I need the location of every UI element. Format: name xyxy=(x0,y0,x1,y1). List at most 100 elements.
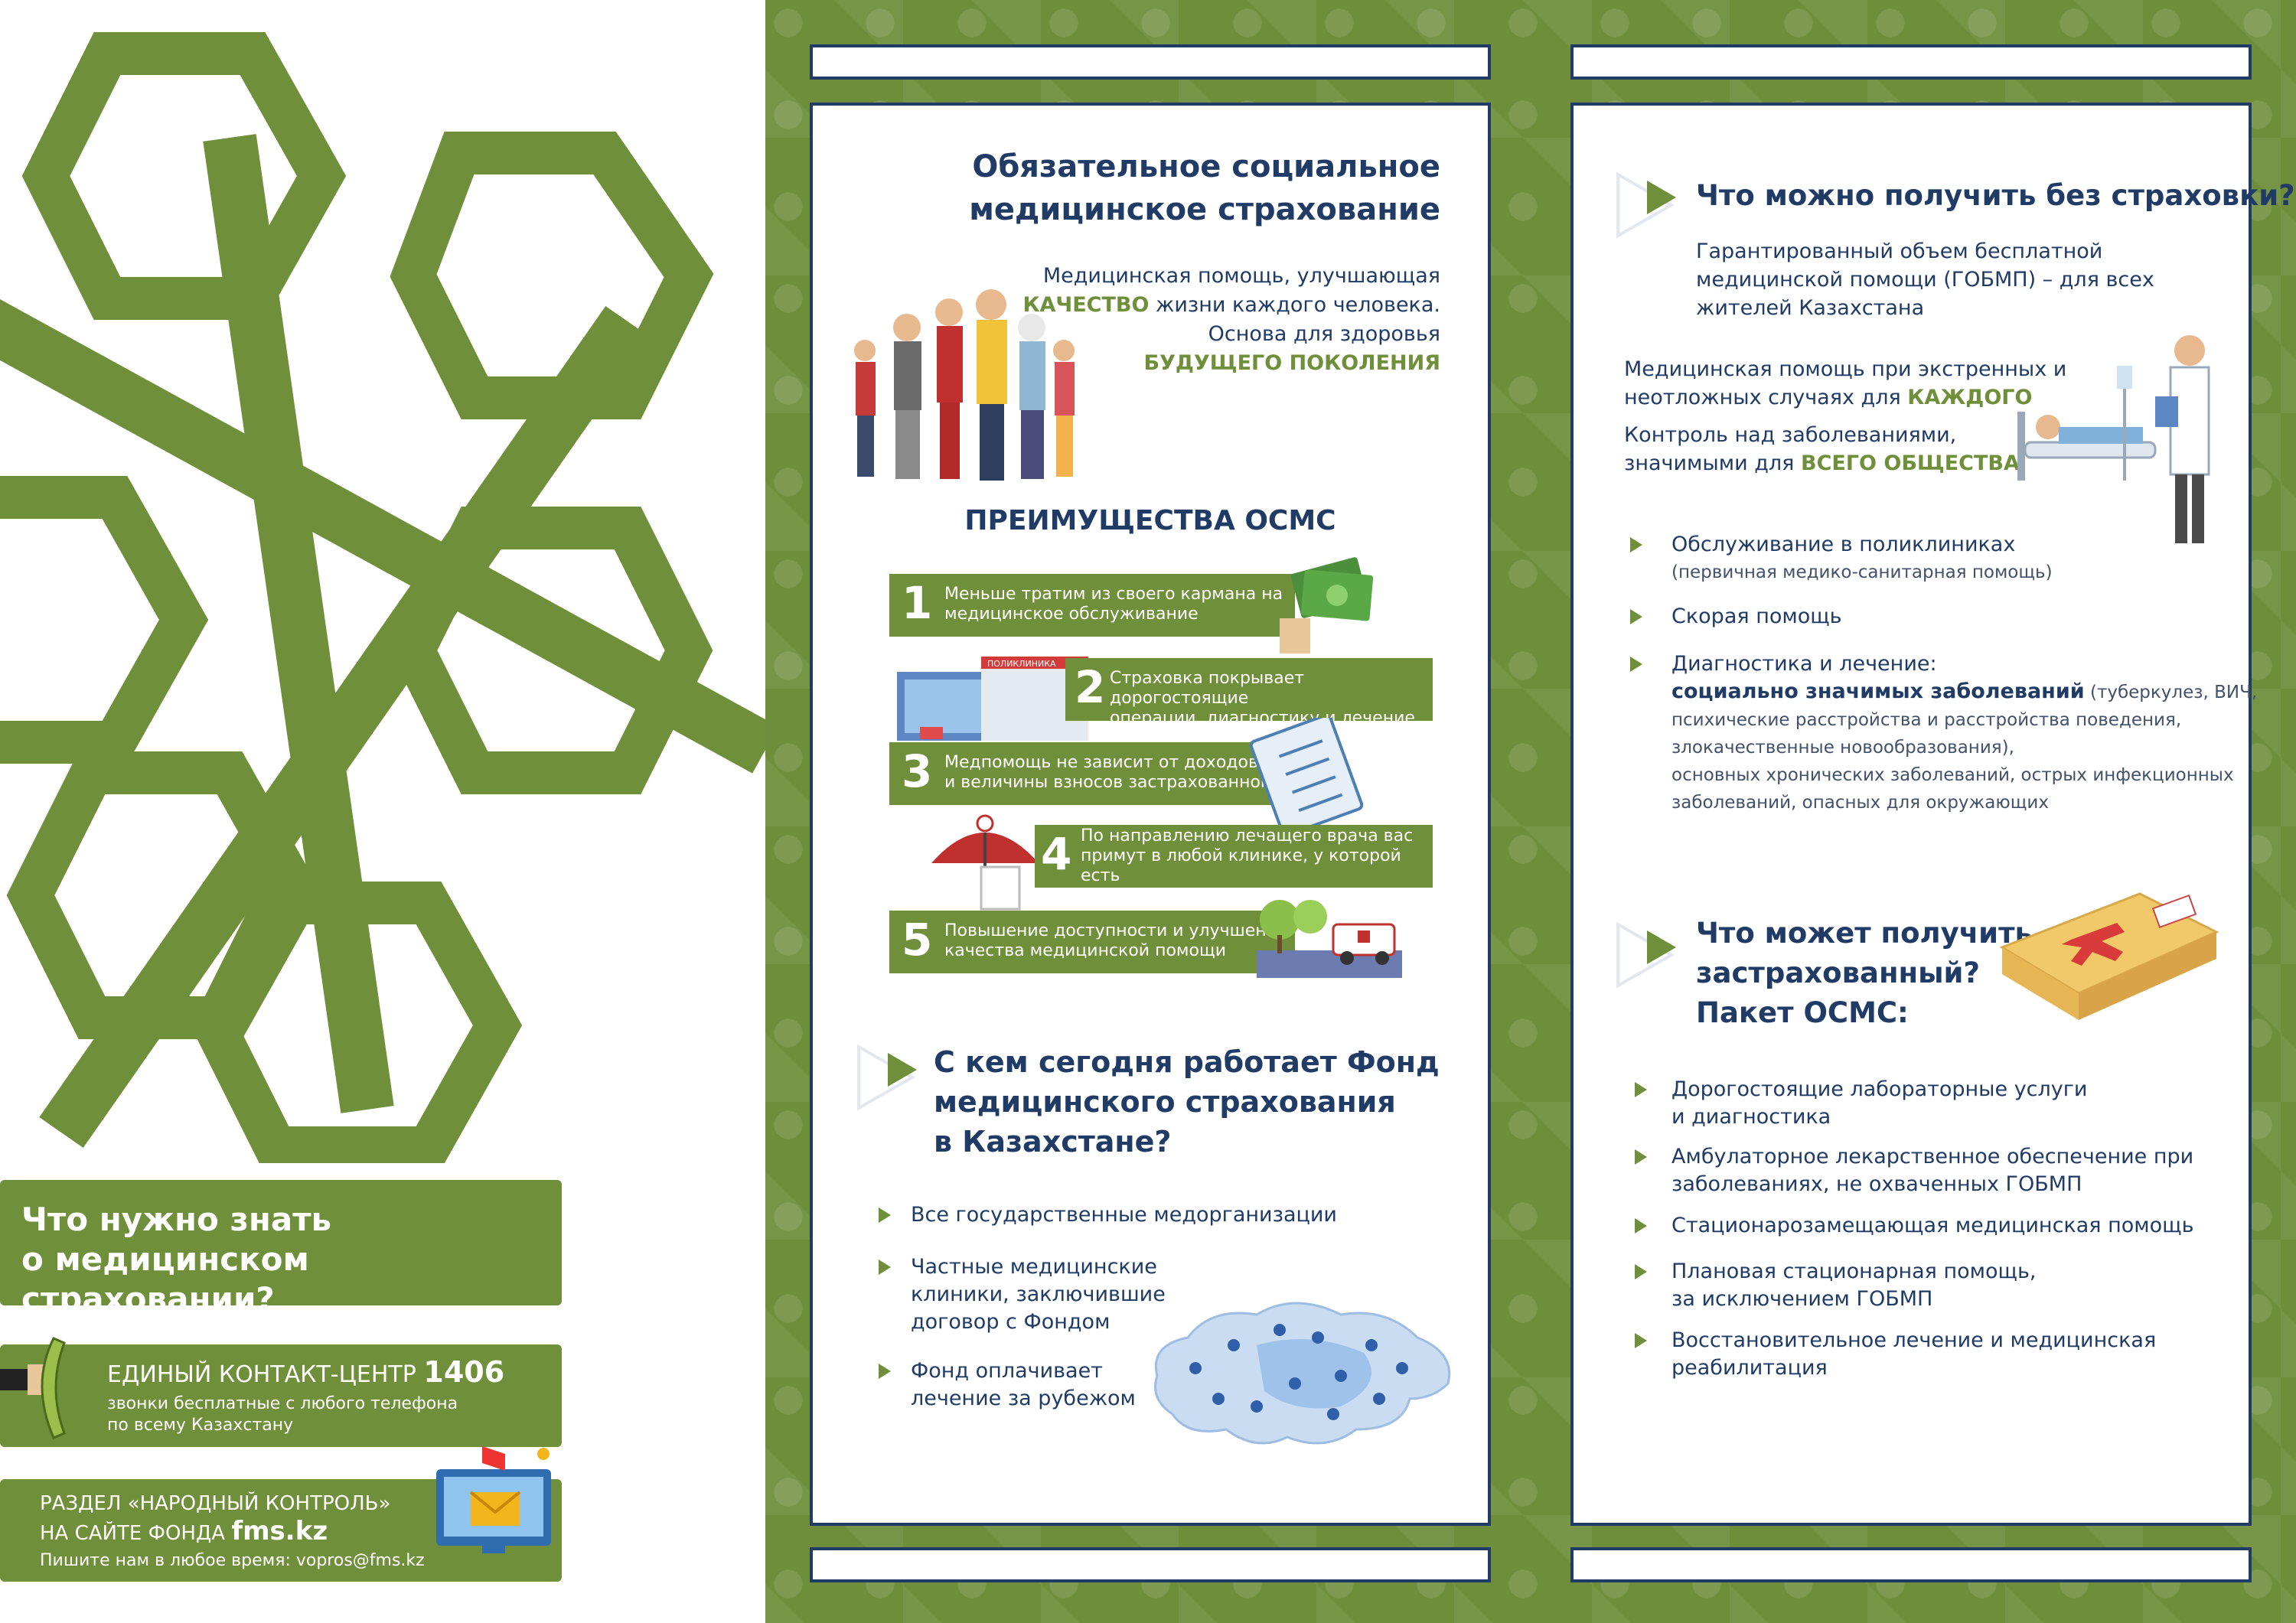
right-bottom-strip xyxy=(1570,1547,2252,1582)
fund-title-line2: медицинского страхования xyxy=(934,1085,1396,1119)
advantage-2-line2: операции, диагностику и лечение xyxy=(1110,709,1415,728)
middle-bottom-strip xyxy=(810,1547,1491,1582)
ins-item-1-line1: Дорогостоящие лабораторные услуги xyxy=(1671,1077,2088,1101)
kazakhstan-map-icon xyxy=(1154,1302,1451,1445)
triangle-bullet-icon xyxy=(879,1364,891,1379)
insured-title-line2: застрахованный? xyxy=(1696,957,1980,989)
triangle-bullet-icon xyxy=(1630,657,1642,672)
no-insurance-title: Что можно получить без страховки? xyxy=(1696,179,2295,212)
triangle-bullet-icon xyxy=(1635,1264,1647,1279)
contact-coverage: по всему Казахстану xyxy=(107,1416,294,1435)
noins-item-3-line1: Диагностика и лечение: xyxy=(1671,652,1937,676)
advantage-1-line1: Меньше тратим из своего кармана на xyxy=(944,585,1283,604)
brochure-title-line1: Что нужно знать xyxy=(21,1201,332,1238)
noins-item-3-line2-rest: (туберкулез, ВИЧ, xyxy=(2084,683,2258,702)
fund-item-2-line2: клиники, заключившие xyxy=(911,1282,1166,1306)
contact-center-label: ЕДИНЫЙ КОНТАКТ-ЦЕНТР xyxy=(107,1361,424,1388)
osms-title-line2: медицинское страхование xyxy=(969,192,1440,227)
triangle-bullet-icon xyxy=(1635,1218,1647,1234)
advantage-4-number: 4 xyxy=(1041,828,1072,880)
ins-item-1-line2: и диагностика xyxy=(1671,1105,1831,1129)
doctor-patient-illustration xyxy=(2017,335,2210,543)
money-icon xyxy=(1280,557,1374,653)
fund-item-3-line1: Фонд оплачивает xyxy=(911,1359,1103,1383)
cover-panel: Что нужно знать о медицинском страховани… xyxy=(0,0,765,1623)
advantage-5-line1: Повышение доступности и улучшение xyxy=(944,921,1288,940)
section-arrow-icon xyxy=(1616,171,1676,239)
insured-title-line3: Пакет ОСМС: xyxy=(1696,996,1909,1029)
fund-title-line3: в Казахстане? xyxy=(934,1125,1172,1159)
fund-item-2-line1: Частные медицинские xyxy=(911,1255,1157,1279)
ins-item-2-line2: заболеваниях, не охваченных ГОБМП xyxy=(1671,1172,2082,1196)
contact-center-number[interactable]: 1406 xyxy=(423,1355,505,1389)
advantage-4-line1: По направлению лечащего врача вас xyxy=(1081,826,1414,846)
advantage-2: 2 Страховка покрывает дорогостоящие опер… xyxy=(1065,658,1433,728)
intro-line1: Медицинская помощь, улучшающая xyxy=(1042,264,1440,288)
noins-item-3-line5: основных хронических заболеваний, острых… xyxy=(1671,765,2234,785)
section-arrow-icon xyxy=(1616,921,1676,989)
triangle-bullet-icon xyxy=(879,1207,891,1223)
advantage-1-line2: медицинское обслуживание xyxy=(944,605,1199,624)
noins-item-3-line2-bold: социально значимых заболеваний xyxy=(1671,680,2085,703)
middle-top-strip xyxy=(810,44,1491,80)
right-top-strip xyxy=(1570,44,2252,80)
intro-future-generation: БУДУЩЕГО ПОКОЛЕНИЯ xyxy=(1143,351,1440,375)
ins-item-4-line1: Плановая стационарная помощь, xyxy=(1671,1260,2037,1283)
public-control-section: РАЗДЕЛ «НАРОДНЫЙ КОНТРОЛЬ» xyxy=(40,1492,391,1515)
osms-title-line1: Обязательное социальное xyxy=(972,149,1440,184)
ins-item-5-line2: реабилитация xyxy=(1671,1356,1828,1380)
advantages-title: ПРЕИМУЩЕСТВА ОСМС xyxy=(964,505,1336,536)
family-illustration xyxy=(854,289,1075,481)
emergency-line2: неотложных случаях для xyxy=(1624,386,1908,409)
triangle-bullet-icon xyxy=(1630,537,1642,552)
email-line[interactable]: Пишите нам в любое время: vopros@fms.kz xyxy=(40,1551,425,1570)
advantage-3: 3 Медпомощь не зависит от доходов и вели… xyxy=(889,742,1295,805)
intro-line3: Основа для здоровья xyxy=(1208,322,1440,346)
advantage-5-number: 5 xyxy=(902,914,933,966)
advantage-3-line2: и величины взносов застрахованного xyxy=(944,773,1280,792)
brochure-title-box: Что нужно знать о медицинском страховани… xyxy=(0,1180,562,1318)
fund-item-1-text: Все государственные медорганизации xyxy=(911,1203,1337,1227)
control-line2: значимыми для xyxy=(1624,451,1801,475)
triangle-bullet-icon xyxy=(1635,1082,1647,1097)
fund-item-2-line3: договор с Фондом xyxy=(911,1310,1110,1334)
ambulance-icon xyxy=(1257,900,1402,978)
noins-item-3-line3: психические расстройства и расстройства … xyxy=(1671,710,2182,730)
triangle-bullet-icon xyxy=(1635,1333,1647,1348)
gobmp-line3: жителей Казахстана xyxy=(1696,296,1925,320)
intro-quality: КАЧЕСТВО xyxy=(1022,293,1150,317)
advantage-4: 4 По направлению лечащего врача вас прим… xyxy=(1035,825,1433,905)
noins-item-2-text: Скорая помощь xyxy=(1671,605,1842,628)
advantage-5-line2: качества медицинской помощи xyxy=(944,941,1227,960)
advantage-4-line3: контракт с Фондом xyxy=(1081,886,1254,905)
ins-item-2-line1: Амбулаторное лекарственное обеспечение п… xyxy=(1671,1145,2194,1168)
osms-panel: Обязательное социальное медицинское стра… xyxy=(810,103,1491,1526)
brochure-title-line2: о медицинском страховании? xyxy=(21,1240,309,1318)
advantage-4-line2: примут в любой клинике, у которой есть xyxy=(1081,846,1401,885)
site-link[interactable]: fms.kz xyxy=(231,1516,328,1546)
noins-item-1-line1: Обслуживание в поликлиниках xyxy=(1671,533,2016,556)
ins-item-3-line1: Стационарозамещающая медицинская помощь xyxy=(1671,1214,2194,1237)
advantage-5: 5 Повышение доступности и улучшение каче… xyxy=(889,911,1295,973)
control-society: ВСЕГО ОБЩЕСТВА xyxy=(1801,451,2020,475)
coverage-panel: Что можно получить без страховки? Гарант… xyxy=(1570,103,2295,1526)
advantage-2-number: 2 xyxy=(1075,661,1106,713)
gobmp-line2: медицинской помощи (ГОБМП) – для всех xyxy=(1696,268,2154,292)
triangle-bullet-icon xyxy=(879,1260,891,1275)
contact-center-box: ЕДИНЫЙ КОНТАКТ-ЦЕНТР 1406 звонки бесплат… xyxy=(0,1337,562,1447)
noins-item-3-line4: злокачественные новообразования), xyxy=(1671,738,2014,758)
advantage-1-number: 1 xyxy=(902,577,933,629)
control-line1: Контроль над заболеваниями, xyxy=(1624,423,1957,447)
advantage-3-number: 3 xyxy=(902,745,933,797)
emergency-everyone: КАЖДОГО xyxy=(1907,386,2033,409)
contact-free-calls: звонки бесплатные с любого телефона xyxy=(107,1394,458,1413)
triangle-bullet-icon xyxy=(1630,609,1642,624)
checklist-icon xyxy=(1249,718,1364,833)
emergency-line1: Медицинская помощь при экстренных и xyxy=(1624,357,2067,381)
ins-item-5-line1: Восстановительное лечение и медицинская xyxy=(1671,1328,2157,1352)
fund-item-3-line2: лечение за рубежом xyxy=(911,1387,1136,1410)
logo-graphic xyxy=(0,32,765,1163)
advantage-1: 1 Меньше тратим из своего кармана на мед… xyxy=(889,574,1295,637)
phone-icon xyxy=(0,1337,66,1439)
clinic-sign: ПОЛИКЛИНИКА xyxy=(987,659,1056,669)
